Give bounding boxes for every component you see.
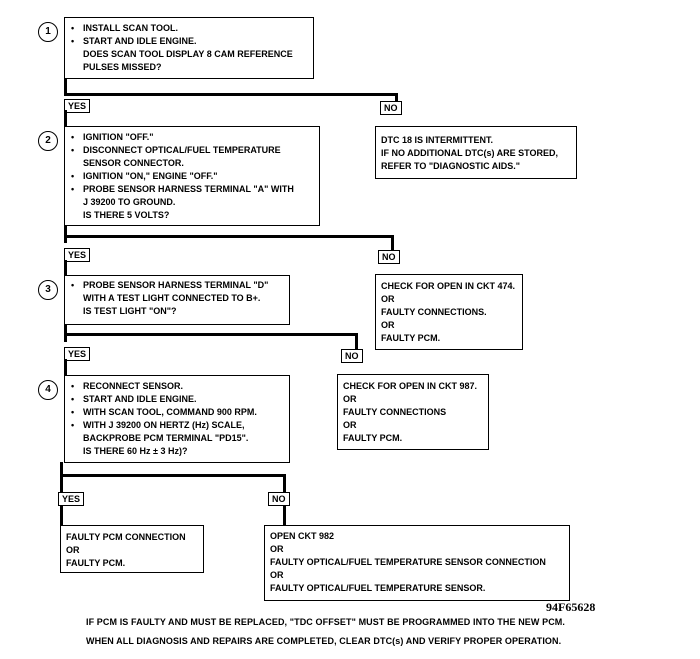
yes-label-1: YES	[64, 99, 91, 113]
result-2-box: CHECK FOR OPEN IN CKT 474. OR FAULTY CON…	[375, 274, 523, 350]
step-2-bullet: •IGNITION "OFF."	[71, 132, 154, 142]
result-3-line: FAULTY PCM.	[343, 433, 403, 443]
step-number-3: 3	[38, 280, 58, 300]
yes-label-4: YES	[58, 492, 85, 506]
result-2-line: CHECK FOR OPEN IN CKT 474.	[381, 281, 516, 291]
step-4-bullet: •START AND IDLE ENGINE.	[71, 394, 197, 404]
step-2-box: •IGNITION "OFF." •DISCONNECT OPTICAL/FUE…	[64, 126, 320, 226]
step-4-bullet: •RECONNECT SENSOR.	[71, 381, 184, 391]
yes-label-2: YES	[64, 248, 91, 262]
step-1-question-line: PULSES MISSED?	[83, 62, 162, 72]
result-3-line: OR	[343, 394, 357, 404]
step-4-bullet: •WITH SCAN TOOL, COMMAND 900 RPM.	[71, 407, 257, 417]
no-label-1: NO	[380, 101, 402, 115]
footer-note-2: WHEN ALL DIAGNOSIS AND REPAIRS ARE COMPL…	[86, 636, 562, 646]
no-label-4: NO	[268, 492, 290, 506]
result-4-no-line: FAULTY OPTICAL/FUEL TEMPERATURE SENSOR.	[270, 583, 486, 593]
step-1-question-line: DOES SCAN TOOL DISPLAY 8 CAM REFERENCE	[83, 49, 293, 59]
step-4-bullet: •WITH J 39200 ON HERTZ (Hz) SCALE, BACKP…	[71, 420, 249, 443]
result-3-line: FAULTY CONNECTIONS	[343, 407, 447, 417]
result-3-box: CHECK FOR OPEN IN CKT 987. OR FAULTY CON…	[337, 374, 489, 450]
no-label-3: NO	[341, 349, 363, 363]
result-4-yes-line: OR	[66, 545, 80, 555]
result-3-line: CHECK FOR OPEN IN CKT 987.	[343, 381, 478, 391]
step-number-1: 1	[38, 22, 58, 42]
step-3-bullet: •PROBE SENSOR HARNESS TERMINAL "D" WITH …	[71, 280, 269, 303]
step-3-box: •PROBE SENSOR HARNESS TERMINAL "D" WITH …	[64, 275, 290, 325]
step-2-bullet: •PROBE SENSOR HARNESS TERMINAL "A" WITH …	[71, 184, 294, 207]
result-4-no-line: OR	[270, 544, 284, 554]
step-2-bullet: •DISCONNECT OPTICAL/FUEL TEMPERATURE SEN…	[71, 145, 281, 168]
step-1-bullet: •START AND IDLE ENGINE.	[71, 36, 197, 46]
result-2-line: OR	[381, 320, 395, 330]
step-2-bullet: •IGNITION "ON," ENGINE "OFF."	[71, 171, 218, 181]
step-2-question-line: IS THERE 5 VOLTS?	[83, 210, 170, 220]
result-4-yes-box: FAULTY PCM CONNECTION OR FAULTY PCM.	[60, 525, 204, 573]
result-2-line: FAULTY PCM.	[381, 333, 441, 343]
step-4-box: •RECONNECT SENSOR. •START AND IDLE ENGIN…	[64, 375, 290, 463]
step-3-question-line: IS TEST LIGHT "ON"?	[83, 306, 177, 316]
result-1-line: DTC 18 IS INTERMITTENT.	[381, 135, 494, 145]
result-4-no-line: FAULTY OPTICAL/FUEL TEMPERATURE SENSOR C…	[270, 557, 546, 567]
no-label-2: NO	[378, 250, 400, 264]
result-2-line: FAULTY CONNECTIONS.	[381, 307, 487, 317]
result-4-yes-line: FAULTY PCM.	[66, 558, 126, 568]
result-4-no-line: OPEN CKT 982	[270, 531, 335, 541]
step-1-bullet: •INSTALL SCAN TOOL.	[71, 23, 179, 33]
result-4-yes-line: FAULTY PCM CONNECTION	[66, 532, 186, 542]
result-1-line: IF NO ADDITIONAL DTC(s) ARE STORED,	[381, 148, 559, 158]
step-4-question-line: IS THERE 60 Hz ± 3 Hz)?	[83, 446, 188, 456]
step-1-box: •INSTALL SCAN TOOL. •START AND IDLE ENGI…	[64, 17, 314, 79]
footer-note-1: IF PCM IS FAULTY AND MUST BE REPLACED, "…	[86, 617, 566, 627]
result-4-no-box: OPEN CKT 982 OR FAULTY OPTICAL/FUEL TEMP…	[264, 525, 570, 601]
figure-id: 94F65628	[546, 600, 596, 614]
step-number-4: 4	[38, 380, 58, 400]
result-1-line: REFER TO "DIAGNOSTIC AIDS."	[381, 161, 521, 171]
result-1-box: DTC 18 IS INTERMITTENT. IF NO ADDITIONAL…	[375, 126, 577, 179]
result-3-line: OR	[343, 420, 357, 430]
yes-label-3: YES	[64, 347, 91, 361]
step-number-2: 2	[38, 131, 58, 151]
result-4-no-line: OR	[270, 570, 284, 580]
result-2-line: OR	[381, 294, 395, 304]
